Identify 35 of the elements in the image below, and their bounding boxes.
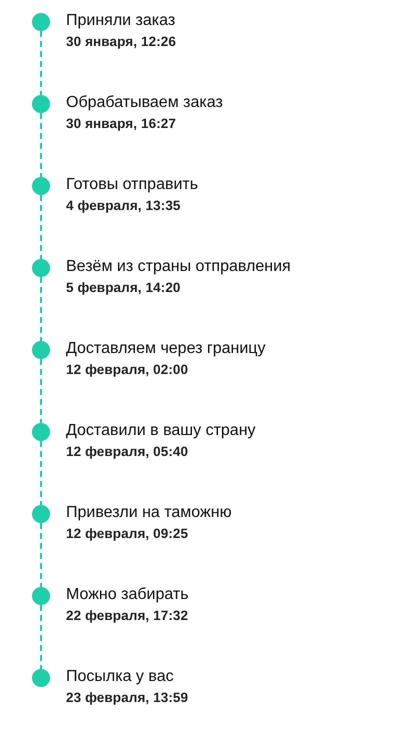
timeline-dot-icon [32,587,50,605]
timeline-dot-icon [32,95,50,113]
status-title: Доставляем через границу [66,339,266,358]
status-date: 5 февраля, 14:20 [66,279,181,296]
timeline-dot-icon [32,423,50,441]
status-date: 30 января, 16:27 [66,115,176,132]
timeline-dot-icon [32,177,50,195]
dashed-connector [40,277,42,341]
status-title: Готовы отправить [66,175,198,194]
timeline-dot-icon [32,259,50,277]
dashed-connector [40,441,42,505]
timeline-dot-icon [32,13,50,31]
status-date: 12 февраля, 02:00 [66,361,188,378]
status-title: Доставили в вашу страну [66,421,256,440]
status-title: Посылка у вас [66,667,174,686]
dashed-connector [40,113,42,177]
status-date: 23 февраля, 13:59 [66,689,188,706]
status-date: 22 февраля, 17:32 [66,607,188,624]
dashed-connector [40,195,42,259]
status-date: 30 января, 12:26 [66,33,176,50]
status-title: Приняли заказ [66,11,176,30]
status-title: Везём из страны отправления [66,257,291,276]
status-date: 4 февраля, 13:35 [66,197,181,214]
status-date: 12 февраля, 05:40 [66,443,188,460]
dashed-connector [40,359,42,423]
status-title: Обрабатываем заказ [66,93,223,112]
timeline-dot-icon [32,669,50,687]
timeline-dot-icon [32,505,50,523]
status-title: Можно забирать [66,585,189,604]
status-title: Привезли на таможню [66,503,232,522]
status-date: 12 февраля, 09:25 [66,525,188,542]
dashed-connector [40,31,42,95]
dashed-connector [40,605,42,669]
dashed-connector [40,523,42,587]
timeline-dot-icon [32,341,50,359]
